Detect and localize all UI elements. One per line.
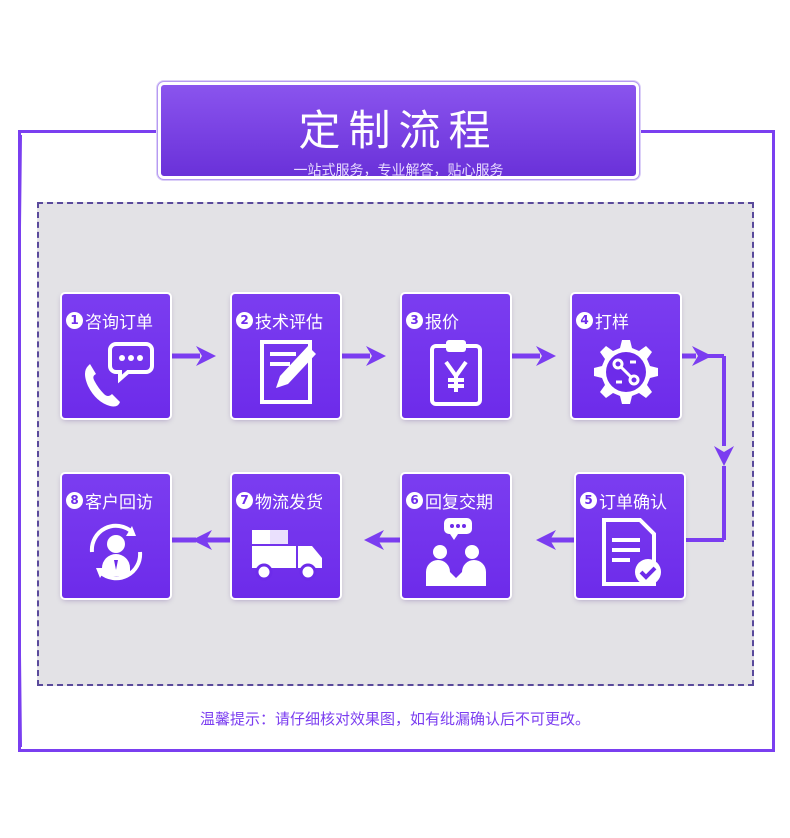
step-sampling: 4 打样 <box>572 294 680 418</box>
step-label: 咨询订单 <box>85 313 153 333</box>
step-label: 打样 <box>595 313 629 333</box>
page-subtitle: 一站式服务，专业解答，贴心服务 <box>293 163 504 179</box>
customer-revisit-icon <box>76 516 156 588</box>
step-number: 1 <box>66 312 83 329</box>
title-badge: 定制流程 一站式服务，专业解答，贴心服务 <box>157 81 640 180</box>
chat-phone-icon <box>76 336 156 408</box>
step-number: 4 <box>576 312 593 329</box>
page-title: 定制流程 <box>298 106 499 155</box>
step-label: 物流发货 <box>255 493 323 513</box>
edit-document-icon <box>246 336 326 408</box>
step-tech-assessment: 2 技术评估 <box>232 294 340 418</box>
step-quotation: 3 报价 <box>402 294 510 418</box>
document-check-icon <box>590 516 670 588</box>
process-panel <box>37 202 754 686</box>
delivery-truck-icon <box>246 516 326 588</box>
gear-circuit-icon <box>586 336 666 408</box>
step-customer-revisit: 8 客户回访 <box>62 474 170 598</box>
people-discussion-icon <box>416 516 496 588</box>
step-label: 客户回访 <box>85 493 153 513</box>
step-label: 订单确认 <box>599 493 667 513</box>
step-label: 报价 <box>425 313 459 333</box>
step-number: 6 <box>406 492 423 509</box>
step-number: 5 <box>580 492 597 509</box>
step-delivery-date: 6 回复交期 <box>402 474 510 598</box>
price-clipboard-icon <box>416 336 496 408</box>
step-label: 技术评估 <box>255 313 323 333</box>
step-number: 2 <box>236 312 253 329</box>
step-number: 8 <box>66 492 83 509</box>
step-number: 3 <box>406 312 423 329</box>
step-logistics-shipping: 7 物流发货 <box>232 474 340 598</box>
footer-tip: 温馨提示：请仔细核对效果图，如有纰漏确认后不可更改。 <box>199 710 590 728</box>
step-order-confirm: 5 订单确认 <box>576 474 684 598</box>
step-number: 7 <box>236 492 253 509</box>
step-label: 回复交期 <box>425 493 493 513</box>
step-consult-order: 1 咨询订单 <box>62 294 170 418</box>
